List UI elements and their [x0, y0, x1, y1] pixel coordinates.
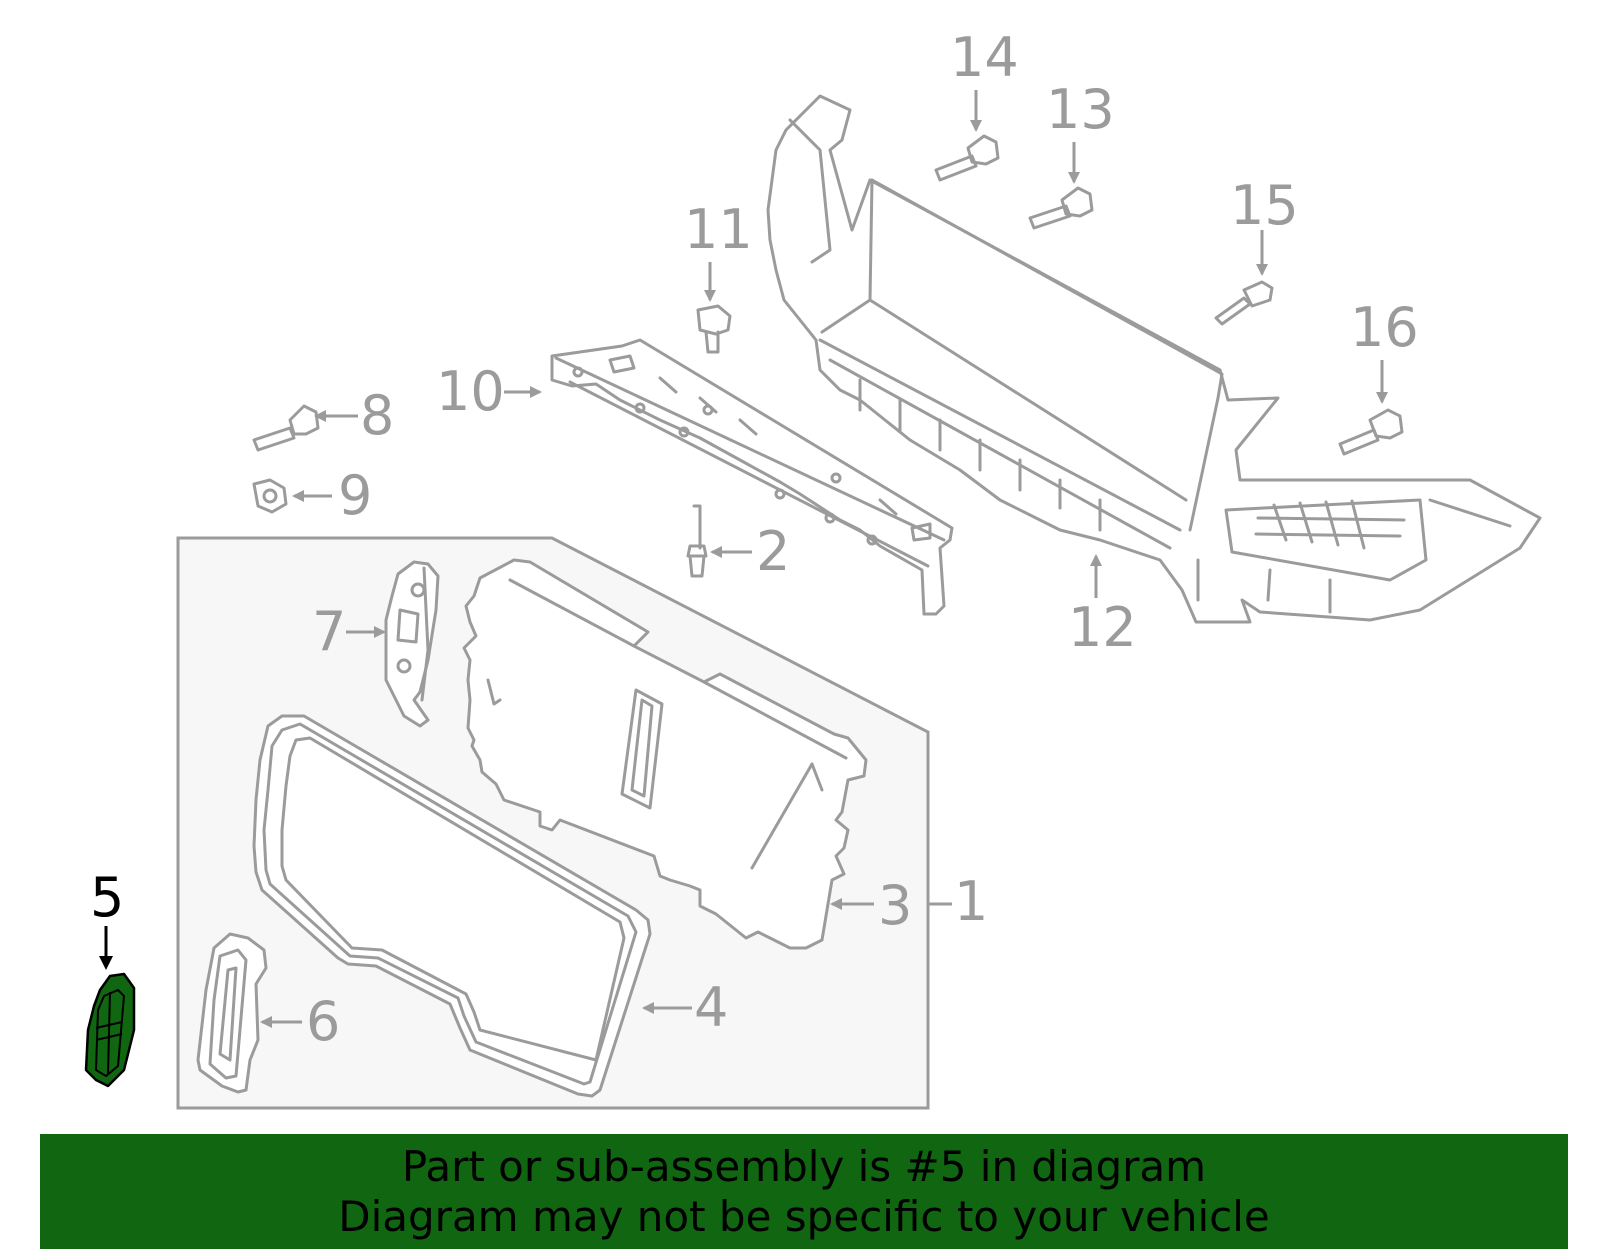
callout-6: 6: [306, 990, 340, 1053]
part-6-insert: [196, 932, 268, 1094]
part-2-clip: [686, 504, 708, 578]
callout-11: 11: [684, 198, 753, 261]
part-16-bolt: [1338, 408, 1404, 456]
part-12-reinforcement: [766, 94, 1542, 624]
callout-15: 15: [1230, 174, 1299, 237]
callout-2: 2: [756, 520, 790, 583]
leader-arrows: [99, 90, 1388, 1028]
callout-13: 13: [1046, 78, 1115, 141]
callout-5: 5: [90, 866, 124, 929]
callout-9: 9: [338, 464, 372, 527]
callout-3: 3: [878, 874, 912, 937]
part-5-emblem: [84, 972, 136, 1088]
banner-line-2: Diagram may not be specific to your vehi…: [338, 1192, 1270, 1241]
banner-line-1: Part or sub-assembly is #5 in diagram: [401, 1142, 1207, 1191]
part-4-frame: [252, 714, 652, 1098]
callout-12: 12: [1068, 596, 1137, 659]
part-13-bolt: [1028, 186, 1094, 230]
part-7-plate: [384, 560, 440, 728]
callout-1: 1: [954, 870, 988, 933]
callout-7: 7: [312, 600, 346, 663]
part-9-nut: [252, 478, 288, 514]
part-15-rivet: [1214, 280, 1274, 326]
callout-16: 16: [1350, 296, 1419, 359]
parts-diagram: 14 13 15 16 11 10 8 9 2 12 7 3 1 4 6 5: [84, 26, 1542, 1110]
callout-14: 14: [950, 26, 1019, 89]
part-14-bolt: [934, 134, 1000, 182]
part-10-bracket: [550, 338, 954, 616]
part-3-shield: [462, 558, 868, 950]
part-8-bolt: [252, 404, 320, 452]
part-11-bolt: [696, 304, 732, 354]
callout-8: 8: [360, 384, 394, 447]
info-banner: Part or sub-assembly is #5 in diagram Di…: [40, 1134, 1568, 1249]
callout-4: 4: [694, 976, 728, 1039]
callout-10: 10: [436, 360, 505, 423]
